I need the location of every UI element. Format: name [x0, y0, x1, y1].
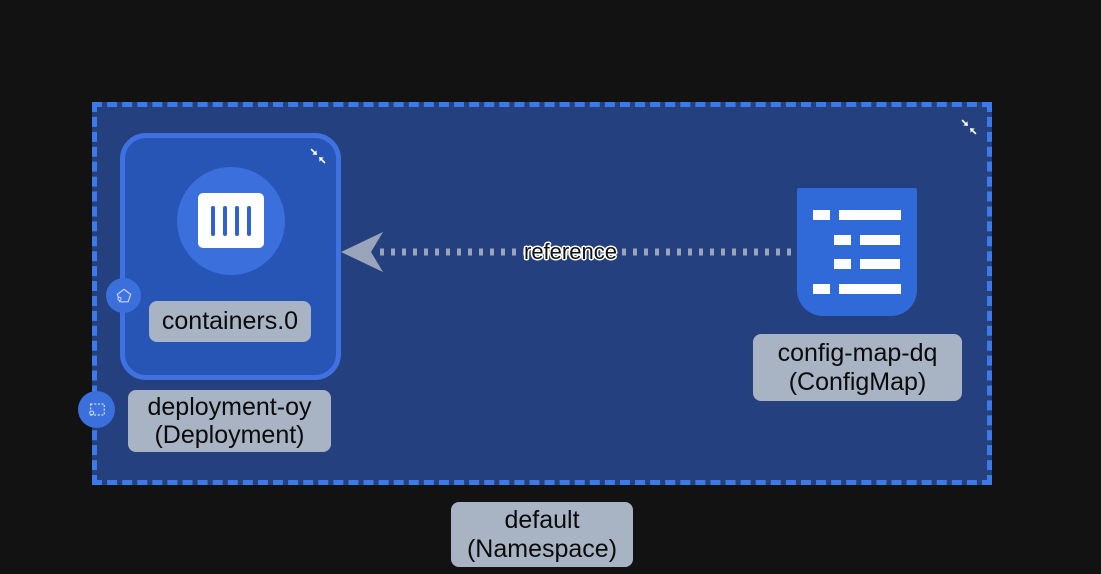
pentagon-icon	[116, 288, 131, 302]
collapse-icon[interactable]	[959, 117, 979, 137]
node-label-containers[interactable]: containers.0	[149, 301, 311, 342]
collapse-icon[interactable]	[308, 146, 328, 166]
container-icon-bars	[198, 193, 264, 248]
node-label-configmap[interactable]: config-map-dq (ConfigMap)	[753, 334, 962, 401]
configmap-row	[813, 283, 901, 294]
container-icon	[177, 167, 285, 275]
container-badge-icon[interactable]	[106, 278, 141, 313]
node-label-deployment[interactable]: deployment-oy (Deployment)	[128, 390, 331, 452]
node-label-namespace[interactable]: default (Namespace)	[451, 502, 633, 567]
configmap-row	[813, 259, 901, 270]
configmap-row	[813, 210, 901, 220]
edge-reference-label: reference	[524, 239, 617, 264]
deployment-badge-icon[interactable]	[78, 391, 115, 428]
configmap-row	[813, 234, 901, 245]
configmap-icon	[797, 188, 917, 316]
dashed-rect-icon	[88, 402, 105, 416]
